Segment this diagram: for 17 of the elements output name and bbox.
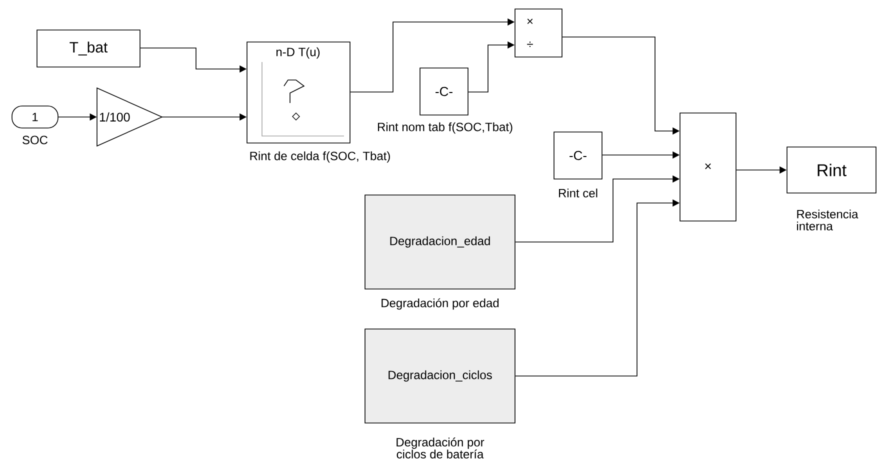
block-caption: Resistencia interna: [797, 210, 858, 230]
block-caption: Rint de celda f(SOC, Tbat): [250, 151, 390, 163]
constant-block: -C-: [420, 68, 468, 116]
block-caption: Rint cel: [559, 188, 598, 198]
lookup-table-block: n-D T(u): [246, 42, 350, 144]
constant-block: -C-: [554, 132, 602, 180]
block-caption: SOC: [22, 136, 48, 144]
block-caption: Rint nom tab f(SOC,Tbat): [378, 122, 512, 134]
block-caption: Degradación por edad: [382, 298, 499, 310]
subsystem-block: Degradacion_edad: [364, 194, 516, 290]
block-box: T_bat: [36, 30, 140, 68]
product-block: × ÷: [514, 8, 562, 58]
inport-block: 1: [12, 106, 58, 128]
block-caption: Degradación por ciclos de batería: [396, 438, 484, 458]
product-block: ×: [680, 112, 736, 222]
outport-block: Rint: [786, 146, 876, 194]
subsystem-block: Degradacion_ciclos: [364, 328, 516, 424]
